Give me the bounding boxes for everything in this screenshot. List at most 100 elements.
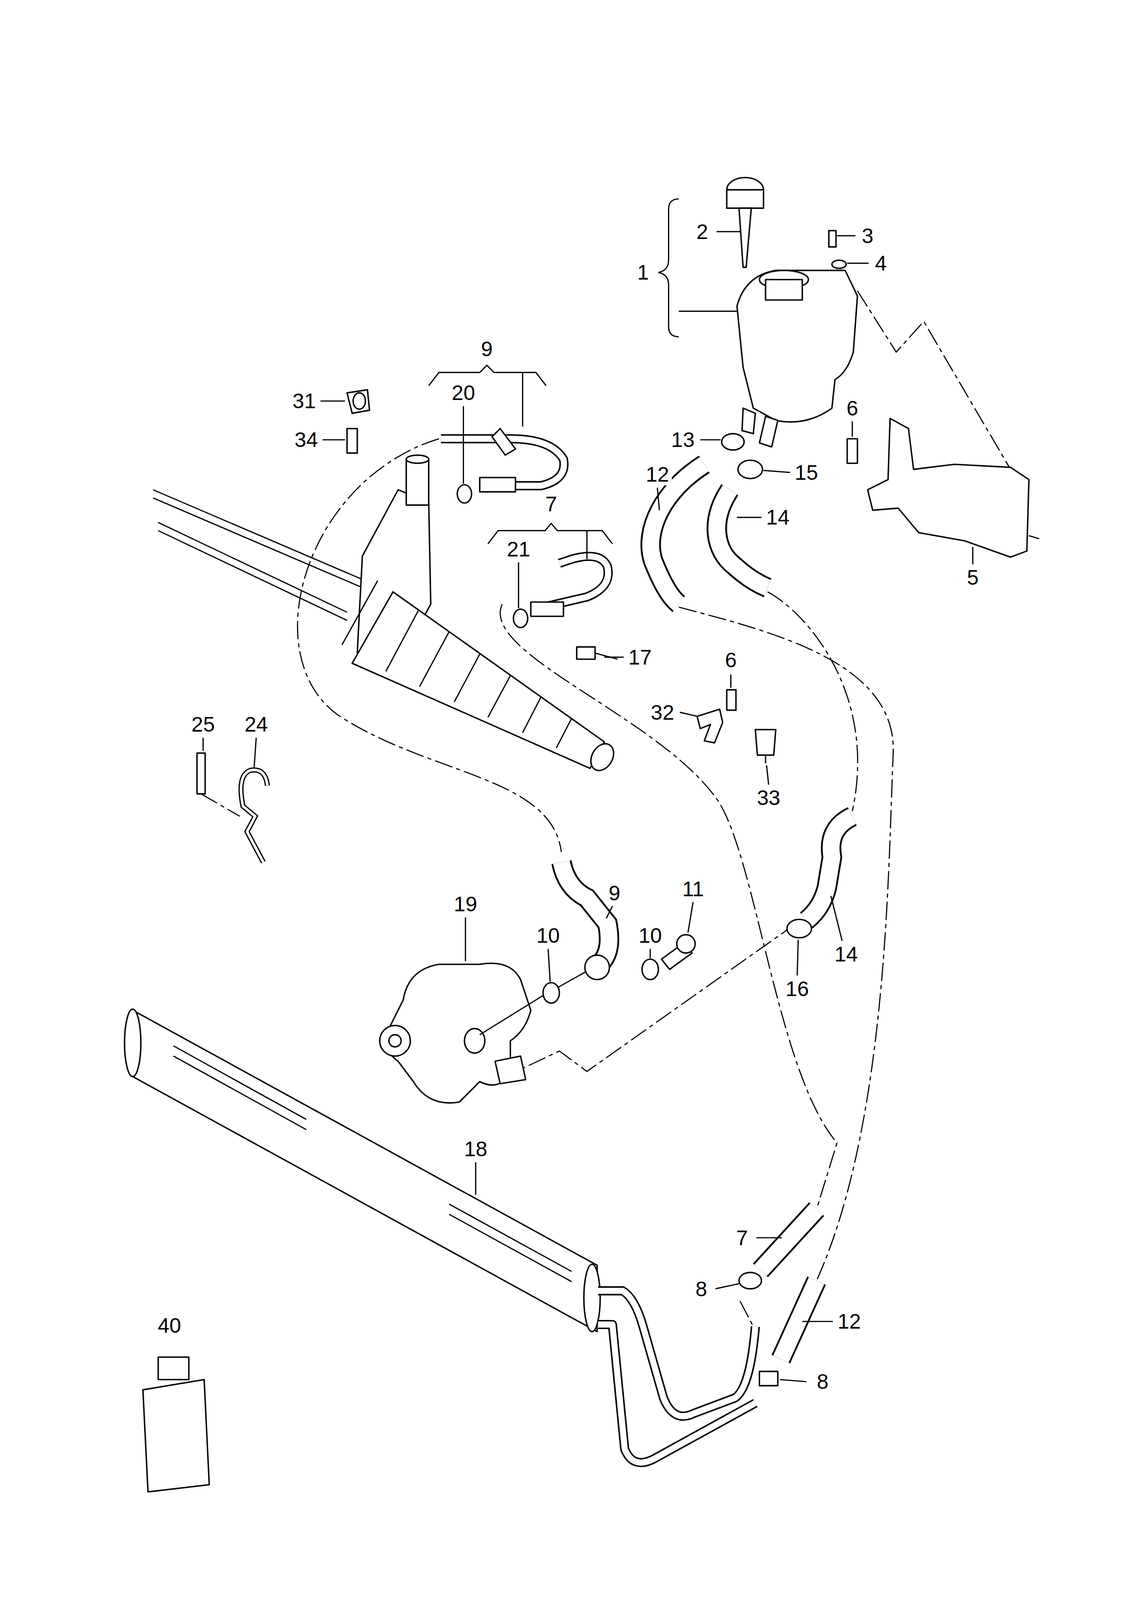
callout-number: 10	[635, 924, 665, 947]
leader-line	[649, 949, 652, 959]
leader-line	[474, 1162, 477, 1196]
leader-line	[517, 562, 520, 609]
hose	[780, 1281, 817, 1360]
fluid-reservoir	[726, 177, 858, 448]
leader-line	[730, 674, 732, 689]
leader-line	[802, 1321, 833, 1323]
callout-number: 32	[647, 701, 677, 724]
hose	[737, 460, 763, 479]
power-steering-pump	[542, 982, 560, 1004]
power-steering-pump	[464, 1028, 486, 1054]
callout-number: 10	[533, 924, 563, 947]
callout-number: 19	[451, 893, 480, 916]
hose	[716, 490, 768, 589]
steering-rack	[406, 459, 429, 506]
fluid-cooler	[584, 1264, 601, 1333]
leader-line	[606, 906, 613, 919]
leader-line	[766, 765, 769, 786]
routing-line	[767, 592, 858, 812]
steering-rack	[386, 610, 419, 672]
leader-line	[736, 516, 762, 519]
hose	[806, 816, 853, 921]
callout-number: 31	[289, 390, 319, 413]
group-bracket	[428, 198, 738, 560]
hose	[650, 433, 853, 1387]
steering-rack	[556, 718, 572, 749]
steering-rack	[454, 654, 480, 703]
pressure-pipe	[479, 477, 516, 492]
routing-line	[678, 607, 894, 1282]
callout-number: 9	[478, 338, 496, 360]
leader-line	[779, 1380, 807, 1383]
leader-line	[202, 738, 204, 752]
routing-line	[740, 1301, 754, 1327]
leader-line	[657, 487, 660, 511]
fastener	[755, 730, 776, 756]
leader-line	[715, 1283, 739, 1289]
group-bracket	[521, 372, 524, 428]
fluid-cooler	[124, 1009, 141, 1078]
hose	[806, 816, 853, 921]
hose	[787, 919, 812, 939]
steering-rack	[341, 580, 378, 646]
fluid-cooler	[132, 1010, 598, 1333]
fastener	[197, 753, 206, 794]
leader-line	[972, 547, 974, 565]
callout-number: 17	[625, 646, 655, 669]
callout-number: 20	[448, 381, 478, 404]
callout-number: 40	[155, 1314, 184, 1337]
leader-line	[797, 940, 799, 976]
routing-line	[201, 794, 240, 817]
hose	[760, 1209, 817, 1271]
routing-line	[520, 923, 797, 1072]
callout-number: 2	[693, 220, 711, 243]
callout-number: 33	[754, 787, 783, 809]
hose	[721, 433, 745, 451]
fastener	[240, 770, 268, 863]
leader-line	[688, 902, 694, 934]
steering-rack	[487, 675, 511, 718]
leader-line	[700, 439, 721, 441]
leader-line	[836, 234, 856, 237]
fastener	[594, 653, 618, 660]
power-steering-pump	[379, 862, 695, 1104]
fluid-reservoir	[739, 208, 752, 268]
callout-number: 5	[964, 566, 982, 589]
power-steering-pump	[388, 1035, 402, 1048]
leader-line	[254, 738, 256, 768]
routing-line	[500, 604, 837, 1210]
fastener	[353, 392, 366, 410]
pressure-pipe	[513, 609, 528, 628]
group-bracket	[586, 530, 588, 560]
fastener	[240, 770, 268, 863]
leader-line	[716, 231, 741, 233]
fluid-cooler	[173, 1056, 307, 1131]
hose	[760, 1209, 817, 1271]
fluid-cooler	[124, 1009, 756, 1464]
fastener	[576, 646, 595, 660]
group-bracket	[678, 310, 738, 313]
callout-number: 34	[292, 428, 321, 451]
power-steering-pump	[561, 862, 609, 962]
fluid-cooler	[598, 1325, 756, 1464]
leader-line	[604, 656, 624, 658]
steering-rack	[158, 530, 348, 621]
fluid-bottle	[142, 1357, 209, 1493]
fluid-reservoir	[759, 416, 778, 448]
hose	[716, 490, 768, 589]
mounting-bracket	[847, 418, 1040, 558]
pressure-pipe	[538, 556, 609, 609]
callout-number: 7	[542, 493, 560, 516]
fluid-reservoir	[831, 260, 846, 269]
callout-number: 12	[834, 1310, 864, 1333]
fastener	[347, 390, 370, 414]
callout-number: 18	[461, 1138, 491, 1161]
hose	[780, 1281, 817, 1360]
callout-number: 9	[605, 882, 624, 905]
routing-line	[857, 291, 1011, 470]
pressure-pipe	[530, 602, 564, 617]
steering-rack	[352, 592, 605, 769]
leader-line	[547, 949, 550, 983]
callout-number: 13	[668, 428, 698, 451]
fastener	[197, 390, 776, 863]
